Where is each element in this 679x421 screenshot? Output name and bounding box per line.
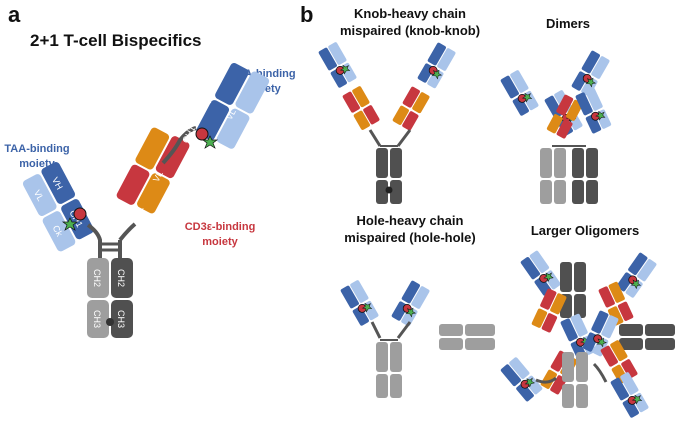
svg-text:CH2: CH2: [116, 269, 126, 287]
fc-region: CH2 CH2 CH3 CH3: [87, 258, 133, 338]
panel-a-letter: a: [8, 2, 21, 27]
ck-domain-orange: [137, 173, 170, 214]
hole-title-line1: Hole-heavy chain: [357, 213, 464, 228]
star-marker-top: [201, 135, 219, 149]
vl-domain: [22, 174, 57, 217]
binding-site-dot-left: [73, 207, 87, 221]
svg-text:VL: VL: [151, 169, 165, 183]
left-taa-fab: VH VL CH1 Ck: [22, 162, 94, 252]
svg-text:VL: VL: [32, 188, 46, 202]
ch3-domain-light: [87, 300, 109, 338]
vl-domain-top: [235, 71, 270, 114]
vh-domain: [41, 162, 76, 204]
vh-domain-red: [155, 136, 190, 179]
vl-domain-orange: [135, 127, 170, 170]
ch2-domain-light: [87, 258, 109, 298]
ch2-domain-dark: [111, 258, 133, 298]
svg-text:VH: VH: [172, 185, 187, 201]
hinge-right: [118, 222, 137, 242]
dimers-title: Dimers: [546, 16, 590, 31]
oligomer-cluster: [439, 249, 675, 419]
ck-domain-top: [216, 108, 250, 149]
cd3-label-line1: CD3ε-binding: [185, 221, 256, 233]
ck-domain: [42, 211, 76, 252]
svg-text:CH2: CH2: [92, 269, 102, 287]
top-taa-fab: [196, 63, 270, 149]
hole-hole-molecule: [339, 279, 431, 398]
knob-title-line2: mispaired (knob-knob): [340, 23, 480, 38]
cd3-fab: [116, 127, 190, 214]
svg-text:CH3: CH3: [92, 310, 102, 328]
panel-b-letter: b: [300, 2, 313, 27]
star-marker-left: [61, 217, 79, 231]
taa-label-left-line1: TAA-binding: [4, 143, 69, 155]
ch3-domain-dark: [111, 300, 133, 338]
hole-title-line2: mispaired (hole-hole): [344, 230, 475, 245]
dimer-molecule: [499, 49, 613, 204]
svg-text:Ck: Ck: [151, 223, 165, 238]
knob-title-line1: Knob-heavy chain: [354, 6, 466, 21]
oligomers-title: Larger Oligomers: [531, 223, 639, 238]
panel-a-title: 2+1 T-cell Bispecifics: [30, 31, 202, 50]
svg-text:Ck: Ck: [51, 224, 65, 239]
binding-site-dot-top: [195, 127, 209, 141]
svg-text:CH3: CH3: [116, 310, 126, 328]
cd3-label-line2: moiety: [202, 236, 238, 248]
linker-top: [161, 126, 197, 165]
knob-knob-molecule: [317, 41, 457, 204]
svg-text:VL: VL: [224, 107, 238, 121]
hinge-left: [86, 223, 102, 258]
ch1-domain-red: [116, 164, 150, 205]
knob-hole-dot: [106, 318, 114, 326]
vh-domain-top: [215, 63, 249, 105]
